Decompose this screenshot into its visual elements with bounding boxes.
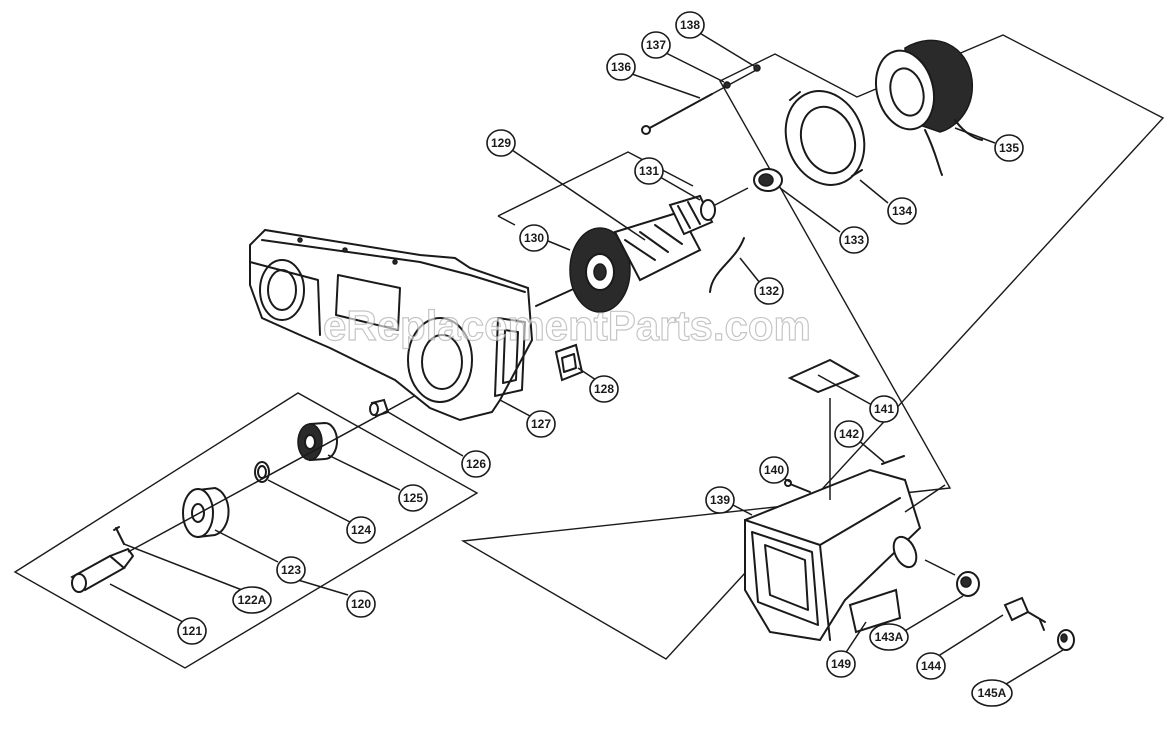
callout-label-133: 133: [844, 233, 864, 247]
part-133-bearing: [753, 168, 783, 192]
callout-123: 123: [276, 556, 306, 584]
callout-144: 144: [916, 652, 946, 680]
callout-131: 131: [634, 157, 664, 185]
callout-label-121: 121: [182, 624, 202, 638]
part-142-pin: [881, 455, 905, 465]
callout-label-138: 138: [680, 18, 700, 32]
callout-127: 127: [526, 410, 556, 438]
part-138-washer: [753, 64, 761, 72]
callout-140: 140: [759, 456, 789, 484]
callout-label-128: 128: [594, 382, 614, 396]
callout-122A: 122A: [232, 586, 272, 614]
callout-label-131: 131: [639, 164, 659, 178]
callout-142: 142: [834, 420, 864, 448]
callout-126: 126: [461, 450, 491, 478]
callout-label-122A: 122A: [238, 593, 267, 607]
callout-136: 136: [606, 53, 636, 81]
callout-label-145A: 145A: [978, 686, 1007, 700]
callout-label-142: 142: [839, 427, 859, 441]
callout-135: 135: [994, 134, 1024, 162]
part-128-plate: [554, 343, 584, 382]
part-129-armature: [535, 187, 749, 313]
callout-label-123: 123: [281, 563, 301, 577]
callout-149: 149: [826, 650, 856, 678]
part-124-ring: [254, 461, 270, 483]
callout-label-127: 127: [531, 417, 551, 431]
part-136-screw: [641, 67, 761, 135]
part-135-field: [875, 39, 983, 176]
callout-label-126: 126: [466, 457, 486, 471]
part-127-gear-housing: [249, 228, 534, 422]
callout-label-136: 136: [611, 60, 631, 74]
part-144-connector: [1003, 596, 1046, 631]
callout-label-139: 139: [710, 493, 730, 507]
callout-label-125: 125: [403, 491, 423, 505]
callout-label-140: 140: [764, 463, 784, 477]
part-149-label: [848, 588, 902, 634]
part-137-washer: [723, 81, 731, 89]
callout-129: 129: [486, 129, 516, 157]
callout-132: 132: [754, 277, 784, 305]
callout-145A: 145A: [971, 679, 1013, 707]
watermark-text: eReplacementParts.com: [323, 302, 811, 349]
part-134-baffle: [784, 90, 866, 186]
leader-lines: [109, 31, 1064, 691]
housing-axis-line: [904, 484, 946, 513]
part-139-motor-housing: [744, 468, 922, 642]
callout-label-143A: 143A: [875, 630, 904, 644]
callout-124: 124: [346, 516, 376, 544]
callout-label-129: 129: [491, 136, 511, 150]
callout-label-120: 120: [351, 597, 371, 611]
callout-label-135: 135: [999, 141, 1019, 155]
callout-label-144: 144: [921, 659, 941, 673]
callout-134: 134: [887, 197, 917, 225]
callout-label-149: 149: [831, 657, 851, 671]
assembly-frame-armature: [497, 215, 516, 226]
part-132-lead-wire: [709, 237, 745, 293]
callout-label-141: 141: [874, 402, 894, 416]
part-126-bushing: [369, 398, 390, 418]
shaft-axis-line: [149, 381, 441, 541]
assembly-frame-120: [13, 392, 479, 669]
callout-139: 139: [705, 486, 735, 514]
callout-141: 141: [869, 395, 899, 423]
callout-130: 130: [519, 224, 549, 252]
callout-128: 128: [589, 375, 619, 403]
part-123-bearing: [182, 486, 230, 539]
assembly-frame-motor: [497, 151, 694, 217]
part-141-label: [787, 358, 861, 394]
callout-label-130: 130: [524, 231, 544, 245]
callout-label-137: 137: [646, 38, 666, 52]
callout-120: 120: [346, 590, 376, 618]
part-122A-pin: [113, 526, 125, 545]
callout-138: 138: [675, 11, 705, 39]
part-125-gear: [297, 421, 338, 462]
callout-121: 121: [177, 617, 207, 645]
part-143A-bushing: [924, 559, 980, 597]
callout-125: 125: [398, 484, 428, 512]
part-121-spindle: [70, 539, 151, 593]
callout-143A: 143A: [869, 623, 909, 651]
callout-137: 137: [641, 31, 671, 59]
callout-label-124: 124: [351, 523, 371, 537]
callout-label-134: 134: [892, 204, 912, 218]
part-145A-cap: [1057, 629, 1075, 651]
callout-label-132: 132: [759, 284, 779, 298]
callout-133: 133: [839, 226, 869, 254]
